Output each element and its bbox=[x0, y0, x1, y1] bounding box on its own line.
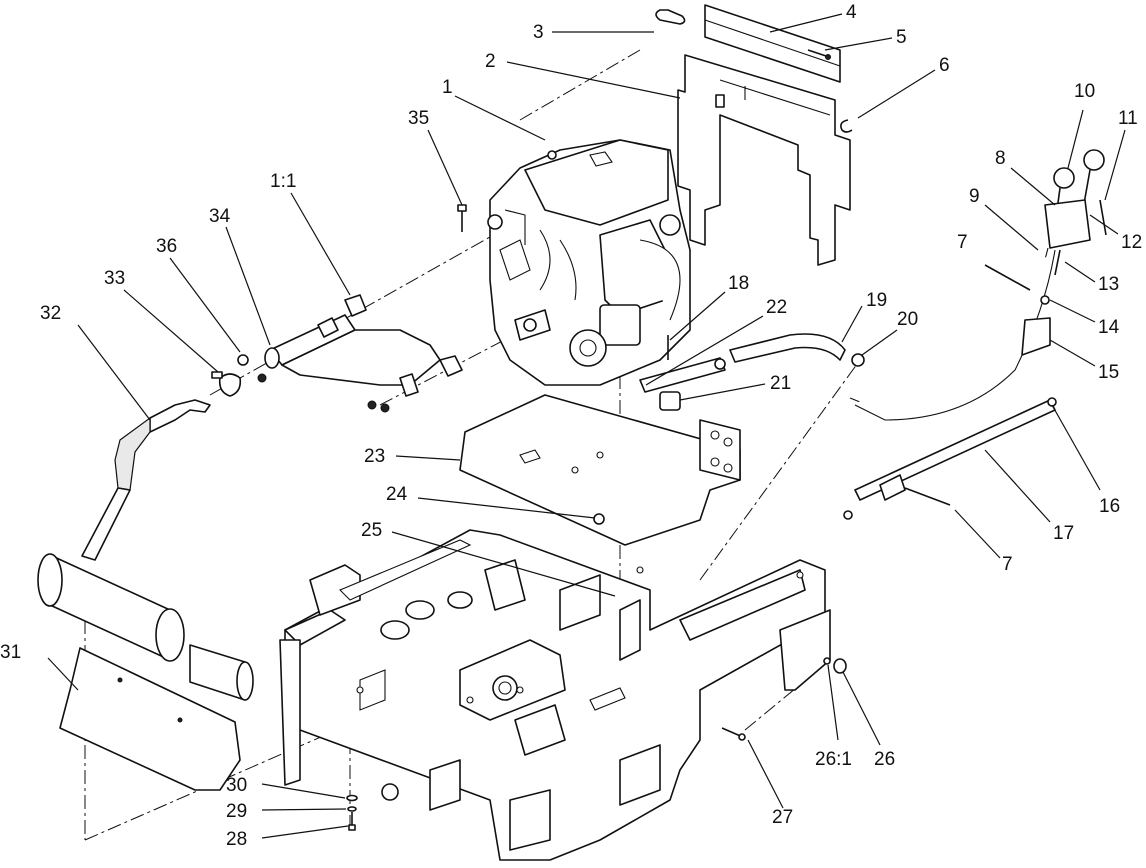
callout-6: 6 bbox=[939, 55, 950, 76]
callout-30: 30 bbox=[226, 775, 247, 796]
clip-3 bbox=[655, 9, 686, 25]
callout-27: 27 bbox=[772, 807, 793, 828]
callout-13: 13 bbox=[1098, 274, 1119, 295]
callout-5: 5 bbox=[896, 27, 907, 48]
callout-24: 24 bbox=[386, 484, 408, 505]
callout-19: 19 bbox=[866, 290, 887, 311]
callout-18: 18 bbox=[728, 273, 749, 294]
callout-4: 4 bbox=[846, 2, 857, 23]
washer-29 bbox=[347, 806, 357, 812]
engine-shroud bbox=[677, 54, 851, 266]
leader-lines bbox=[47, 13, 1126, 839]
clip-6 bbox=[840, 119, 853, 133]
callout-32: 32 bbox=[40, 303, 61, 324]
callout-2: 2 bbox=[485, 51, 496, 72]
callout-12: 12 bbox=[1121, 232, 1142, 253]
choke-rod-17 bbox=[843, 397, 1057, 520]
callouts: 1 1:1 2 3 4 5 6 7 7 8 9 10 11 12 13 14 1… bbox=[0, 2, 1142, 850]
clamp-33 bbox=[211, 371, 242, 397]
callout-8: 8 bbox=[995, 148, 1006, 169]
bolt-35 bbox=[457, 204, 467, 232]
bolt-28 bbox=[348, 812, 356, 831]
engine-assembly bbox=[487, 139, 691, 386]
callout-26: 26 bbox=[874, 749, 895, 770]
callout-28: 28 bbox=[226, 829, 247, 850]
nut-36 bbox=[237, 354, 249, 366]
muffler-body bbox=[37, 553, 254, 701]
callout-26-1: 26:1 bbox=[815, 749, 852, 770]
exhaust-manifold bbox=[257, 294, 463, 413]
washer-30 bbox=[346, 794, 358, 802]
knob-26 bbox=[833, 658, 847, 674]
callout-25: 25 bbox=[361, 520, 382, 541]
main-frame bbox=[279, 529, 831, 861]
shroud-strip bbox=[704, 4, 841, 83]
control-levers bbox=[1044, 149, 1107, 276]
mount-plate-23 bbox=[459, 394, 741, 546]
callout-11: 11 bbox=[1118, 108, 1138, 129]
bolt-27 bbox=[721, 727, 746, 741]
fuel-line bbox=[639, 333, 865, 411]
callout-7-upper: 7 bbox=[957, 232, 968, 253]
callout-9: 9 bbox=[969, 186, 980, 207]
callout-35: 35 bbox=[408, 108, 429, 129]
bracket-14-15 bbox=[1021, 295, 1051, 356]
callout-33: 33 bbox=[104, 268, 125, 289]
throttle-cable bbox=[849, 247, 1056, 421]
washer-26-1 bbox=[823, 657, 831, 665]
callout-3: 3 bbox=[533, 22, 544, 43]
callout-10: 10 bbox=[1074, 81, 1095, 102]
callout-7-lower: 7 bbox=[1002, 554, 1013, 575]
callout-14: 14 bbox=[1098, 317, 1120, 338]
callout-15: 15 bbox=[1098, 362, 1119, 383]
callout-17: 17 bbox=[1053, 523, 1074, 544]
callout-1: 1 bbox=[442, 77, 453, 98]
callout-21: 21 bbox=[770, 373, 791, 394]
nut-24 bbox=[593, 513, 605, 525]
callout-20: 20 bbox=[897, 309, 918, 330]
callout-31: 31 bbox=[0, 642, 21, 663]
callout-34: 34 bbox=[209, 206, 231, 227]
screw-5 bbox=[807, 49, 831, 60]
callout-23: 23 bbox=[364, 446, 385, 467]
callout-1-1: 1:1 bbox=[270, 171, 296, 192]
heat-shield-31 bbox=[59, 647, 241, 791]
muffler-tailpipe bbox=[81, 399, 211, 561]
callout-22: 22 bbox=[766, 297, 787, 318]
callout-36: 36 bbox=[156, 236, 177, 257]
callout-29: 29 bbox=[226, 801, 247, 822]
callout-16: 16 bbox=[1099, 496, 1120, 517]
